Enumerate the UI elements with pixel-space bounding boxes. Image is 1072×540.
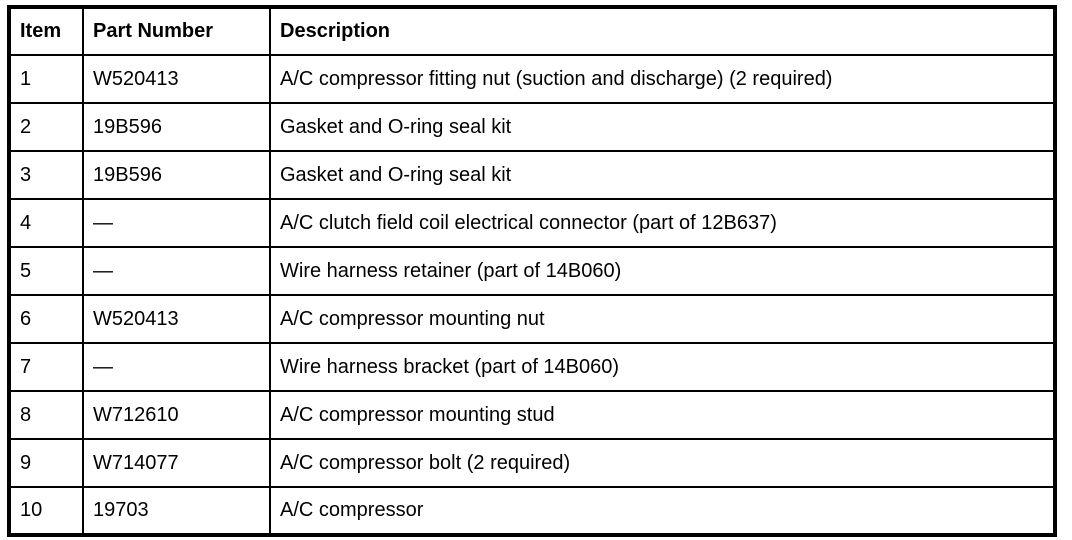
- table-row: 1 W520413 A/C compressor fitting nut (su…: [8, 54, 1056, 104]
- cell-item: 7: [8, 342, 84, 392]
- cell-description: Wire harness retainer (part of 14B060): [269, 246, 1056, 296]
- table-row: 6 W520413 A/C compressor mounting nut: [8, 294, 1056, 344]
- cell-item: 1: [8, 54, 84, 104]
- cell-item: 3: [8, 150, 84, 200]
- cell-part-number: 19B596: [82, 150, 271, 200]
- table-row: 4 — A/C clutch field coil electrical con…: [8, 198, 1056, 248]
- cell-part-number: —: [82, 342, 271, 392]
- table-row: 10 19703 A/C compressor: [8, 486, 1056, 536]
- cell-part-number: —: [82, 198, 271, 248]
- cell-item: 6: [8, 294, 84, 344]
- cell-description: A/C compressor fitting nut (suction and …: [269, 54, 1056, 104]
- cell-item: 9: [8, 438, 84, 488]
- cell-description: A/C compressor mounting stud: [269, 390, 1056, 440]
- cell-item: 5: [8, 246, 84, 296]
- cell-item: 8: [8, 390, 84, 440]
- table-row: 5 — Wire harness retainer (part of 14B06…: [8, 246, 1056, 296]
- parts-table: Item Part Number Description 1 W520413 A…: [7, 5, 1057, 537]
- cell-description: A/C compressor: [269, 486, 1056, 536]
- table-body: 1 W520413 A/C compressor fitting nut (su…: [8, 54, 1056, 536]
- table-row: 9 W714077 A/C compressor bolt (2 require…: [8, 438, 1056, 488]
- table-row: 2 19B596 Gasket and O-ring seal kit: [8, 102, 1056, 152]
- cell-part-number: 19B596: [82, 102, 271, 152]
- table-header: Item Part Number Description: [8, 6, 1056, 56]
- cell-description: Wire harness bracket (part of 14B060): [269, 342, 1056, 392]
- cell-description: A/C compressor mounting nut: [269, 294, 1056, 344]
- cell-description: A/C clutch field coil electrical connect…: [269, 198, 1056, 248]
- header-row: Item Part Number Description: [8, 6, 1056, 56]
- cell-description: A/C compressor bolt (2 required): [269, 438, 1056, 488]
- cell-item: 10: [8, 486, 84, 536]
- column-header-part-number: Part Number: [82, 6, 271, 56]
- parts-table-container: Item Part Number Description 1 W520413 A…: [7, 5, 1057, 537]
- cell-item: 2: [8, 102, 84, 152]
- cell-description: Gasket and O-ring seal kit: [269, 102, 1056, 152]
- column-header-item: Item: [8, 6, 84, 56]
- table-row: 8 W712610 A/C compressor mounting stud: [8, 390, 1056, 440]
- cell-part-number: W714077: [82, 438, 271, 488]
- cell-part-number: W520413: [82, 54, 271, 104]
- cell-description: Gasket and O-ring seal kit: [269, 150, 1056, 200]
- cell-part-number: W520413: [82, 294, 271, 344]
- table-row: 3 19B596 Gasket and O-ring seal kit: [8, 150, 1056, 200]
- cell-item: 4: [8, 198, 84, 248]
- column-header-description: Description: [269, 6, 1056, 56]
- cell-part-number: 19703: [82, 486, 271, 536]
- cell-part-number: W712610: [82, 390, 271, 440]
- table-row: 7 — Wire harness bracket (part of 14B060…: [8, 342, 1056, 392]
- cell-part-number: —: [82, 246, 271, 296]
